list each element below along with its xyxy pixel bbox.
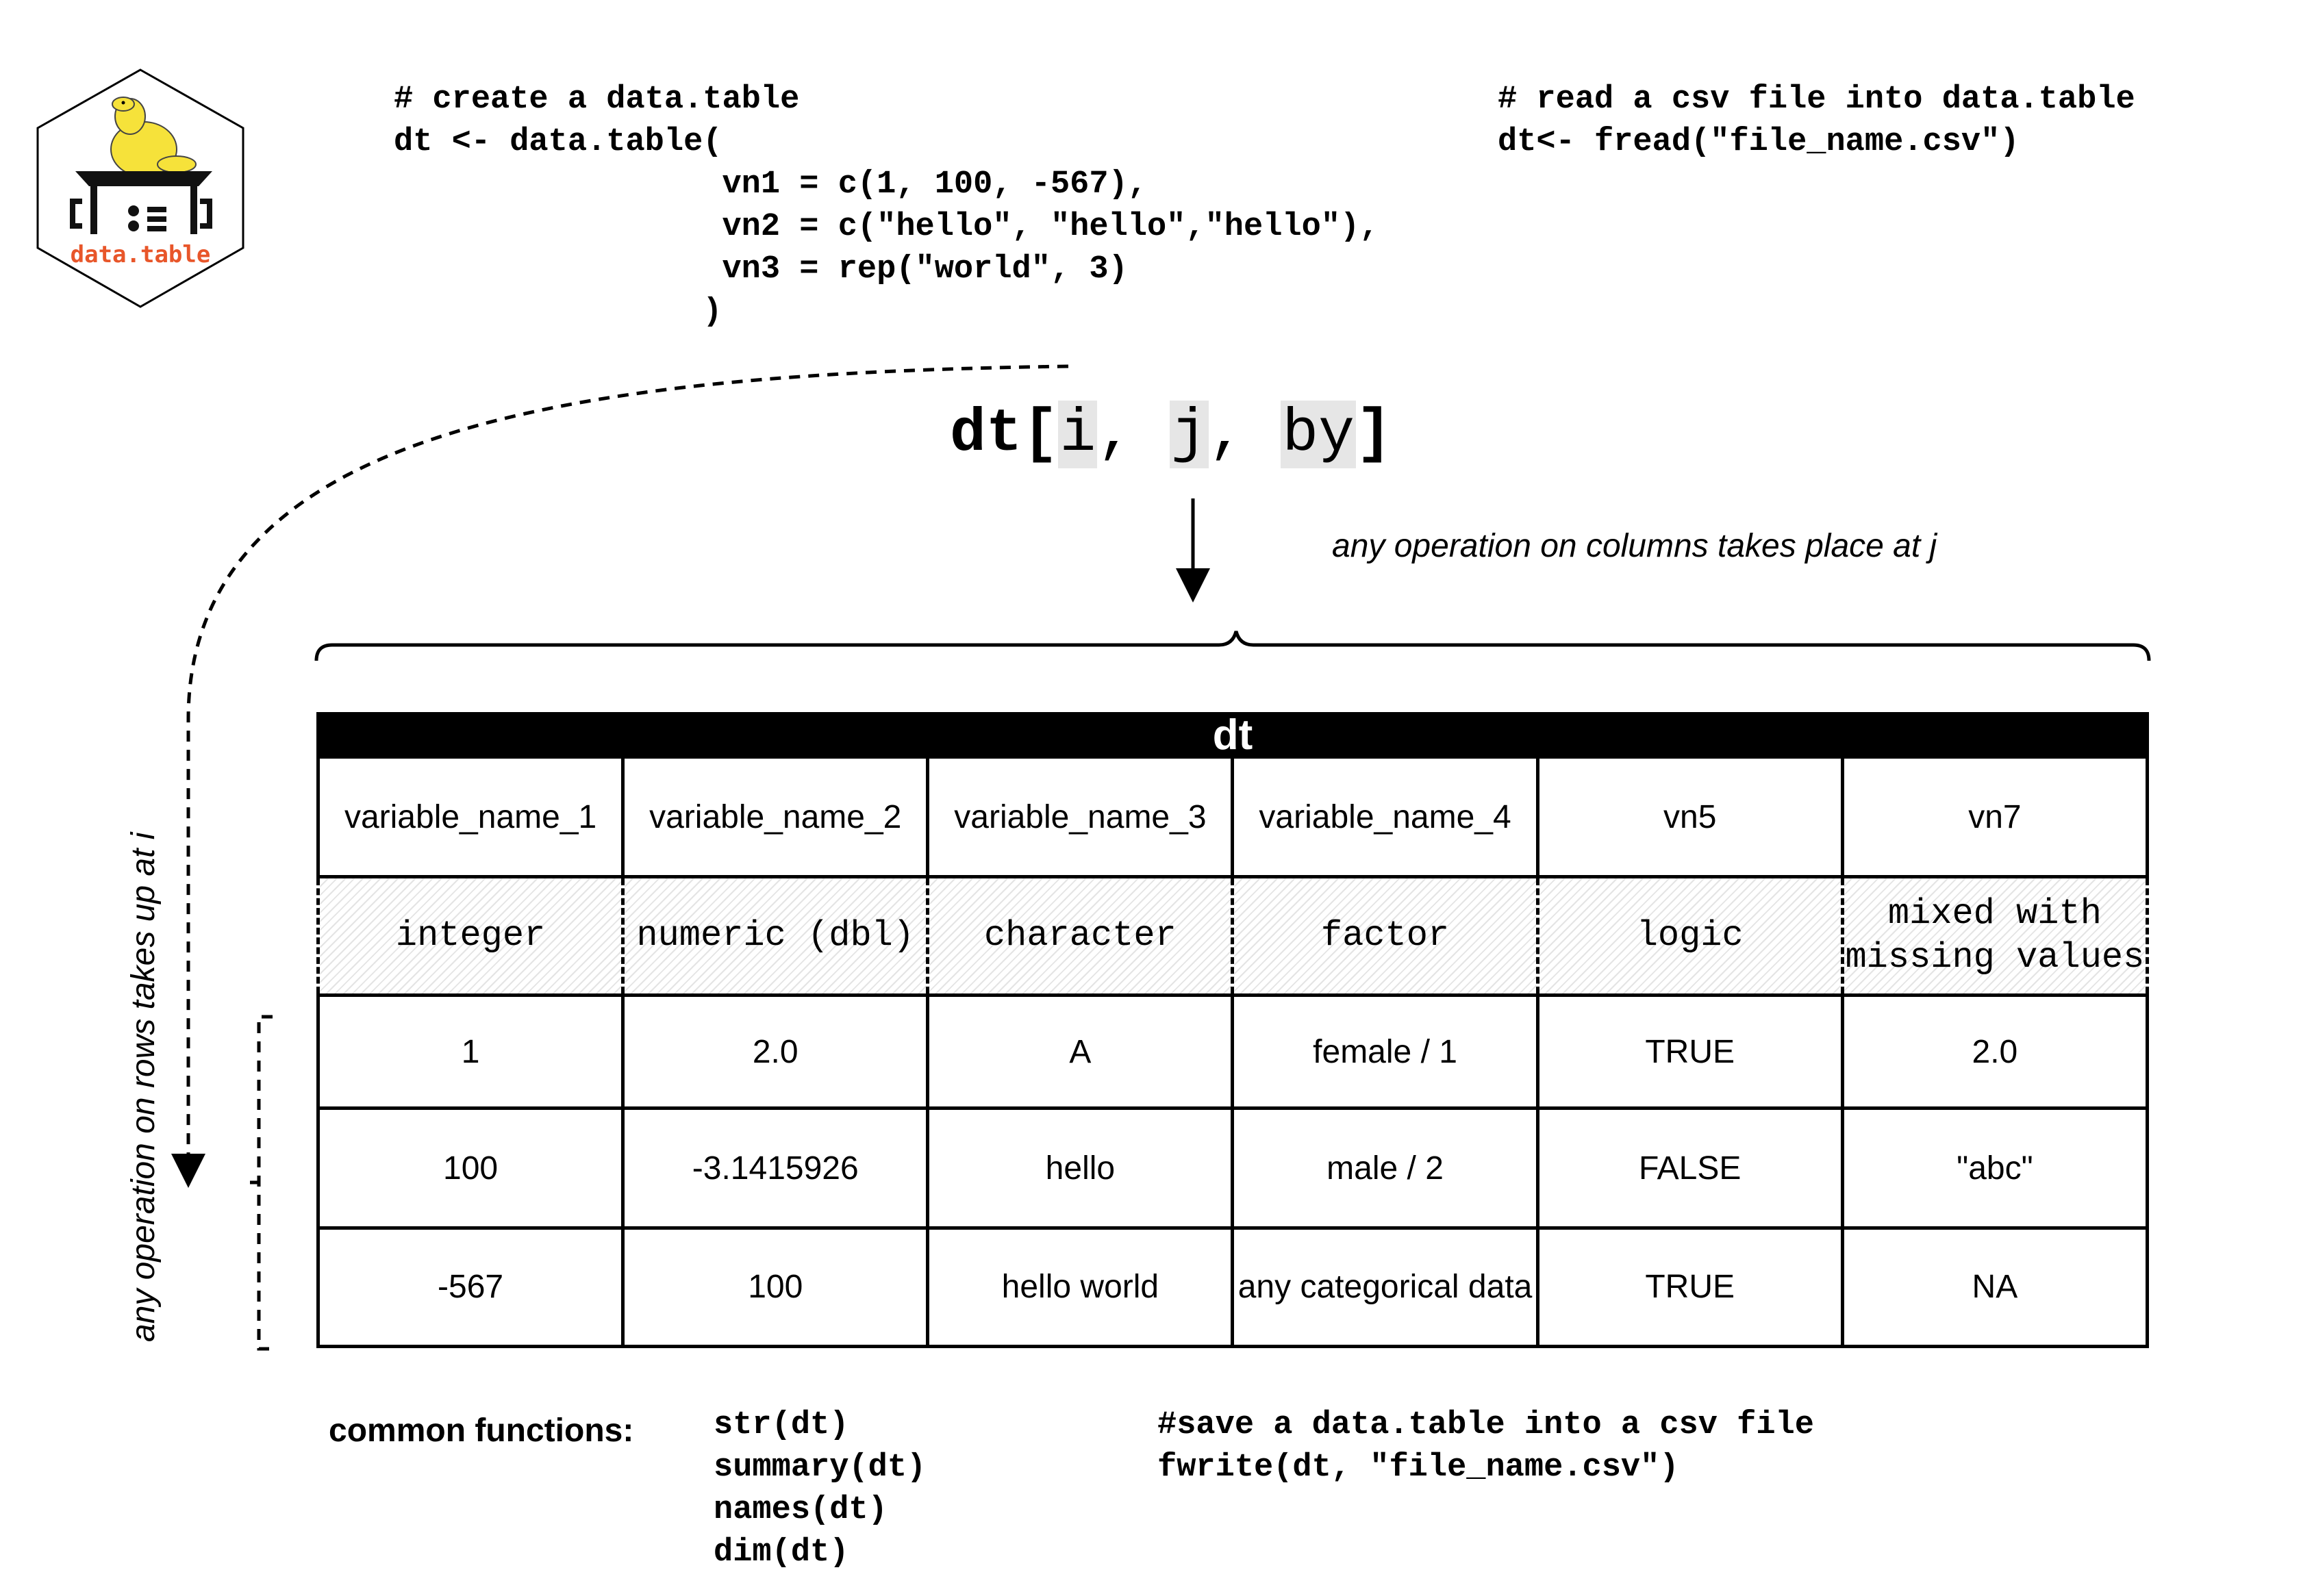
- table-header-row: variable_name_1 variable_name_2 variable…: [316, 755, 2150, 878]
- common-functions-list: str(dt) summary(dt) names(dt) dim(dt): [714, 1404, 926, 1574]
- table-icon: [75, 171, 212, 234]
- code-line: vn3 = rep("world", 3): [394, 251, 1128, 288]
- table-cell: 100: [316, 1106, 625, 1230]
- function-item: dim(dt): [714, 1534, 849, 1571]
- column-header: variable_name_4: [1231, 755, 1539, 878]
- table-cell: 2.0: [621, 993, 930, 1110]
- table-cell: hello world: [926, 1226, 1235, 1348]
- column-brace: [314, 631, 2151, 661]
- type-cell: integer: [316, 875, 625, 997]
- code-save-csv: #save a data.table into a csv file fwrit…: [1157, 1404, 1814, 1489]
- function-item: summary(dt): [714, 1449, 927, 1486]
- code-line: vn1 = c(1, 100, -567),: [394, 166, 1147, 203]
- code-line: dt <- data.table(: [394, 124, 722, 160]
- syntax-i: i: [1058, 401, 1098, 468]
- syntax-name: dt: [950, 401, 1022, 468]
- code-line: #save a data.table into a csv file: [1157, 1407, 1814, 1443]
- syntax-sep: ,: [1208, 401, 1281, 468]
- code-line: vn2 = c("hello", "hello","hello"),: [394, 209, 1379, 245]
- logo-label: data.table: [70, 241, 211, 268]
- table-cell: -3.1415926: [621, 1106, 930, 1230]
- table-cell: TRUE: [1535, 993, 1844, 1110]
- table-cell: 1: [316, 993, 625, 1110]
- syntax-by: by: [1281, 401, 1356, 468]
- column-header: variable_name_1: [316, 755, 625, 878]
- datatable-example: dt variable_name_1 variable_name_2 varia…: [316, 712, 2150, 1348]
- code-read-csv: # read a csv file into data.table dt<- f…: [1498, 79, 2135, 164]
- column-header: variable_name_3: [926, 755, 1235, 878]
- type-cell: numeric (dbl): [621, 875, 930, 997]
- type-cell: factor: [1231, 875, 1539, 997]
- table-cell: hello: [926, 1106, 1235, 1230]
- code-line: fwrite(dt, "file_name.csv"): [1157, 1449, 1679, 1486]
- logo-hexagon: [36, 68, 244, 308]
- code-create-datatable: # create a data.table dt <- data.table( …: [394, 79, 1379, 333]
- table-cell: -567: [316, 1226, 625, 1348]
- table-row: 1 2.0 A female / 1 TRUE 2.0: [316, 993, 2150, 1110]
- row-bracket: [257, 1015, 273, 1351]
- syntax-close-bracket: ]: [1355, 401, 1392, 468]
- syntax-open-bracket: [: [1022, 401, 1059, 468]
- rows-note: any operation on rows takes up at i: [125, 832, 162, 1342]
- type-cell: mixed with missing values: [1840, 875, 2150, 997]
- table-cell: female / 1: [1231, 993, 1539, 1110]
- table-cell: TRUE: [1535, 1226, 1844, 1348]
- table-cell: FALSE: [1535, 1106, 1844, 1230]
- seal-icon: [110, 97, 197, 177]
- code-line: # create a data.table: [394, 81, 800, 118]
- code-line: # read a csv file into data.table: [1498, 81, 2135, 118]
- table-cell: 100: [621, 1226, 930, 1348]
- table-cell: any categorical data: [1231, 1226, 1539, 1348]
- table-cell: A: [926, 993, 1235, 1110]
- function-item: names(dt): [714, 1492, 888, 1528]
- code-line: ): [394, 294, 722, 330]
- common-functions-label: common functions:: [329, 1413, 634, 1449]
- column-header: vn7: [1840, 755, 2150, 878]
- function-item: str(dt): [714, 1407, 849, 1443]
- column-header: variable_name_2: [621, 755, 930, 878]
- syntax-expression: dt[i, j, by]: [950, 401, 1392, 469]
- syntax-j: j: [1169, 401, 1209, 468]
- table-cell: male / 2: [1231, 1106, 1539, 1230]
- table-title: dt: [316, 712, 2149, 759]
- table-cell: NA: [1840, 1226, 2150, 1348]
- table-row: -567 100 hello world any categorical dat…: [316, 1226, 2150, 1348]
- table-row: 100 -3.1415926 hello male / 2 FALSE "abc…: [316, 1106, 2150, 1230]
- table-cell: 2.0: [1840, 993, 2150, 1110]
- table-cell: "abc": [1840, 1106, 2150, 1230]
- bracket-colon-icon: [70, 199, 212, 231]
- type-cell: character: [926, 875, 1235, 997]
- type-row: integer numeric (dbl) character factor l…: [316, 875, 2150, 997]
- column-header: vn5: [1535, 755, 1844, 878]
- syntax-sep: ,: [1097, 401, 1170, 468]
- data-table-logo: [36, 68, 244, 308]
- type-cell: logic: [1535, 875, 1844, 997]
- code-line: dt<- fread("file_name.csv"): [1498, 124, 2020, 160]
- columns-note: any operation on columns takes place at …: [1332, 528, 1937, 564]
